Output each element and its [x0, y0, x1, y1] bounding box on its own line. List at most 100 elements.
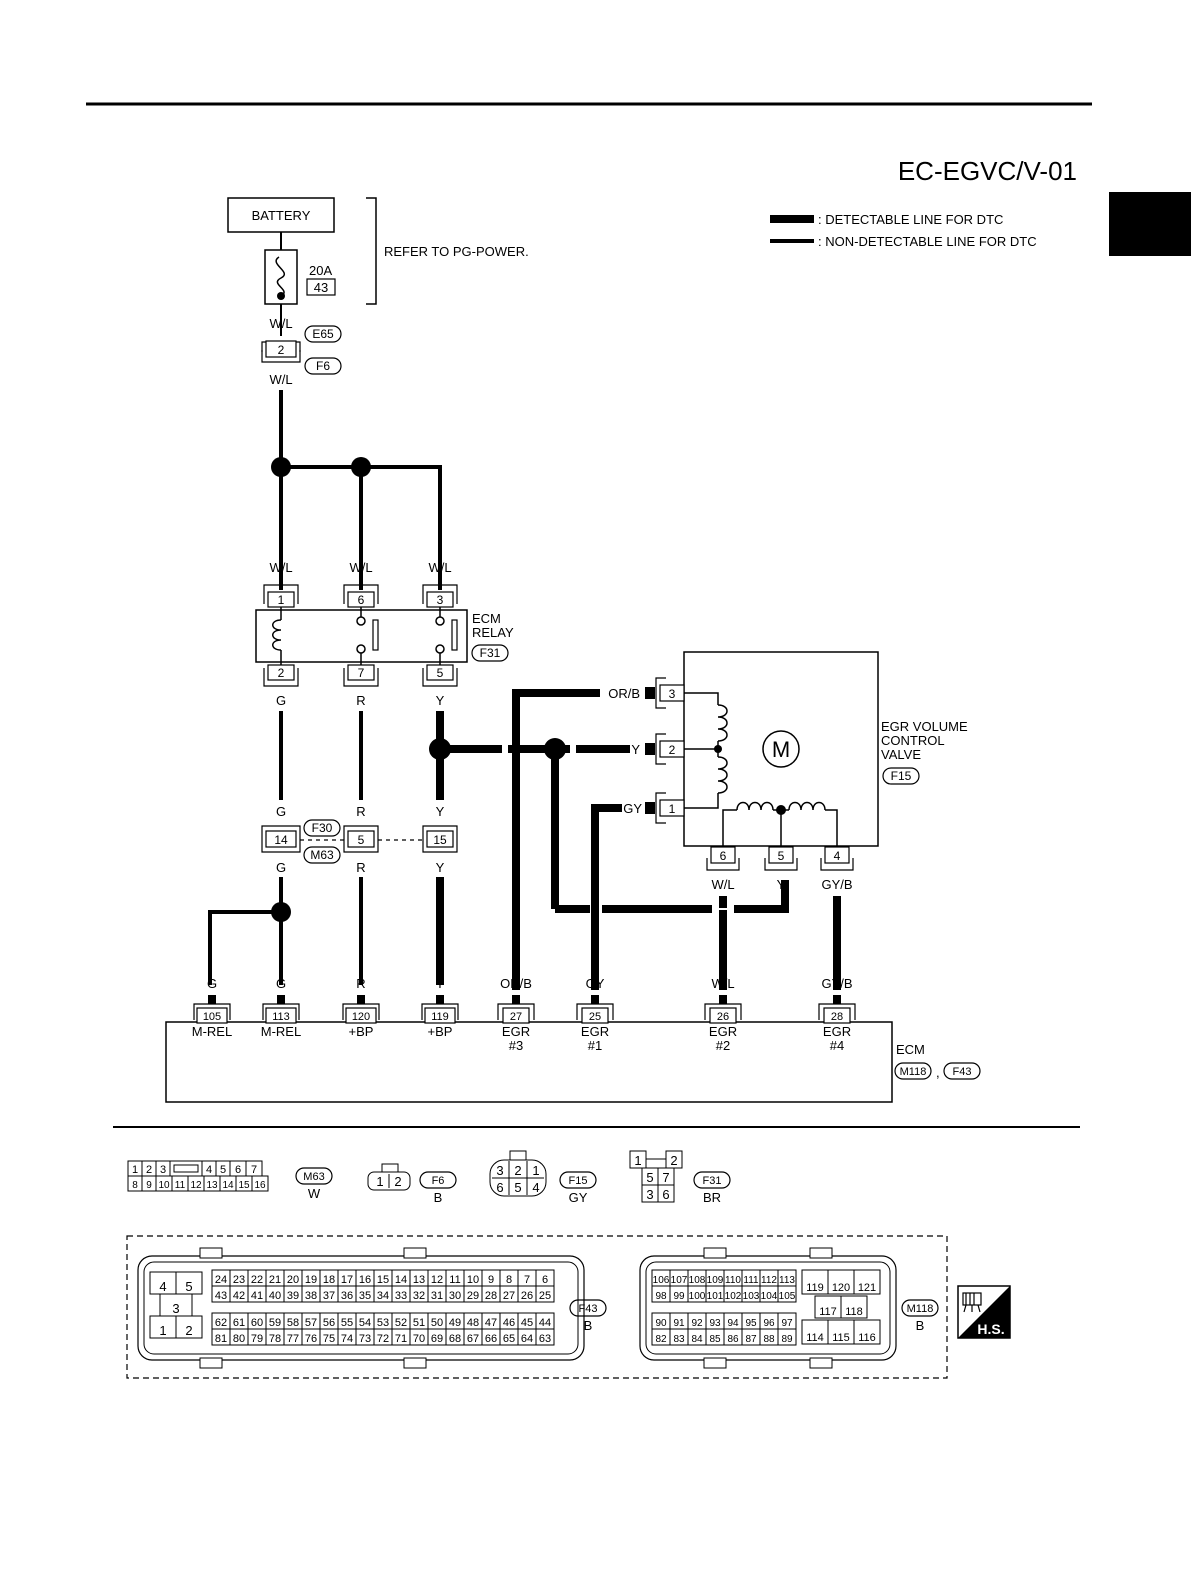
pin-number: 99: [673, 1291, 685, 1302]
ecm-relay: W/L W/L W/L 1 6 3: [255, 560, 514, 708]
connector-shell-inner: [143, 1261, 579, 1355]
pin-number: 11: [449, 1274, 460, 1286]
wire-color: G: [276, 804, 286, 819]
pin-number: 116: [858, 1332, 876, 1344]
ecm-connector-frame: [126, 1235, 948, 1379]
connector-color: W: [308, 1186, 321, 1201]
pin-cell: [535, 1328, 555, 1346]
pin-number: 105: [203, 1011, 221, 1023]
pin-number: 107: [671, 1275, 688, 1286]
ecm-pin-box: [345, 1007, 377, 1024]
wire-color: GY/B: [821, 976, 852, 991]
pin-number: 50: [431, 1317, 443, 1329]
pin-number: 64: [521, 1333, 533, 1345]
motor-icon: [762, 730, 800, 768]
pin-number: 17: [341, 1274, 353, 1286]
pin-number: 96: [763, 1318, 775, 1329]
connector-tag: [559, 1171, 597, 1189]
pin-number: 110: [725, 1275, 741, 1286]
pin-cell: [175, 1315, 203, 1339]
connector-id: M118: [900, 1066, 927, 1078]
pin-number: 67: [467, 1333, 479, 1345]
connector-e65-f6: 2 E65 F6: [261, 325, 342, 375]
pin-number: 41: [251, 1290, 263, 1302]
pin-number: 2: [146, 1164, 152, 1176]
pin-number: 74: [341, 1333, 353, 1345]
pin-number: 5: [778, 849, 785, 863]
pin-number: 9: [488, 1274, 494, 1286]
terminal-mark: [436, 995, 444, 1004]
ecm-terminal-name: #2: [716, 1038, 730, 1053]
ecm-feed-wires: [208, 877, 444, 985]
connector-id: F6: [316, 359, 330, 373]
pin-number: 84: [691, 1334, 703, 1345]
wire-color: W/L: [269, 560, 292, 575]
pin-number: 83: [673, 1334, 685, 1345]
pin-number: 62: [215, 1317, 227, 1329]
refer-note: REFER TO PG-POWER.: [384, 244, 529, 259]
valve-coil-icon: [788, 801, 826, 811]
pin-number: 3: [160, 1164, 166, 1176]
pin-number: 6: [542, 1274, 548, 1286]
relay-feed-wires: [279, 390, 442, 590]
connector-id: M118: [907, 1303, 934, 1315]
pin-number: 56: [323, 1317, 335, 1329]
wire-color: Y: [436, 804, 445, 819]
pin-number: 2: [514, 1163, 521, 1178]
harness-connector-icon: [962, 1292, 982, 1313]
pin-number: 52: [395, 1317, 407, 1329]
connector-latch: [403, 1357, 427, 1369]
pin-number: 58: [287, 1317, 299, 1329]
ecm-terminal-name: EGR: [581, 1024, 609, 1039]
pin-cell: [853, 1319, 881, 1345]
pin-number: 65: [503, 1333, 515, 1345]
pin-number: 78: [269, 1333, 281, 1345]
pin-number: 92: [691, 1318, 703, 1329]
fuse-number-box: [306, 278, 336, 296]
connector-tag: [419, 1171, 457, 1189]
harness-side-label: H.S.: [977, 1321, 1004, 1337]
ecm-title: ECM: [896, 1042, 925, 1057]
pin-number: 36: [341, 1290, 353, 1302]
ecm-terminal-name: EGR: [502, 1024, 530, 1039]
pin-cell: [169, 1160, 203, 1177]
pin-number: 68: [449, 1333, 461, 1345]
pin-number: 88: [763, 1334, 775, 1345]
ecm-terminal-name: #3: [509, 1038, 523, 1053]
pin-number: 22: [251, 1274, 263, 1286]
pin-number: 1: [634, 1153, 641, 1168]
pin-number: 16: [359, 1274, 371, 1286]
ecm-pin-row: 105GM-REL113GM-REL120R+BP119Y+BP27OR/BEG…: [192, 976, 856, 1053]
valve-pin-1: 1: [655, 792, 685, 824]
refer-bracket: [366, 197, 377, 305]
splice-point: [429, 738, 451, 760]
pin-number: 79: [251, 1333, 263, 1345]
pin-number: 98: [655, 1291, 667, 1302]
valve-title: VALVE: [881, 747, 921, 762]
connector-id: F15: [891, 769, 912, 783]
relay-pin-bottom-7: 7: [343, 664, 379, 687]
ecm-unit: 105GM-REL113GM-REL120R+BP119Y+BP27OR/BEG…: [165, 976, 981, 1103]
terminal-mark: [591, 995, 599, 1004]
connector-tag: [471, 644, 509, 662]
pin-number: 112: [761, 1275, 777, 1286]
connector-shell-inner: [645, 1261, 891, 1355]
pin-number: 38: [305, 1290, 317, 1302]
ecm-pin-box: [196, 1007, 228, 1024]
connector-id: F6: [432, 1175, 445, 1187]
pin-number: 4: [532, 1180, 539, 1195]
pin-number: 1: [132, 1164, 138, 1176]
pin-number: 2: [278, 666, 285, 680]
pin-number: 34: [377, 1290, 389, 1302]
wire-color: G: [276, 693, 286, 708]
connector-latch: [199, 1357, 223, 1369]
pin-number: 14: [222, 1180, 234, 1191]
pin-cell: [853, 1269, 881, 1295]
pin-number: 24: [215, 1274, 227, 1286]
pin-number: 6: [496, 1180, 503, 1195]
legend: : DETECTABLE LINE FOR DTC : NON-DETECTAB…: [770, 212, 1037, 249]
pin-number: 113: [779, 1275, 795, 1286]
pin-number: 10: [467, 1274, 479, 1286]
